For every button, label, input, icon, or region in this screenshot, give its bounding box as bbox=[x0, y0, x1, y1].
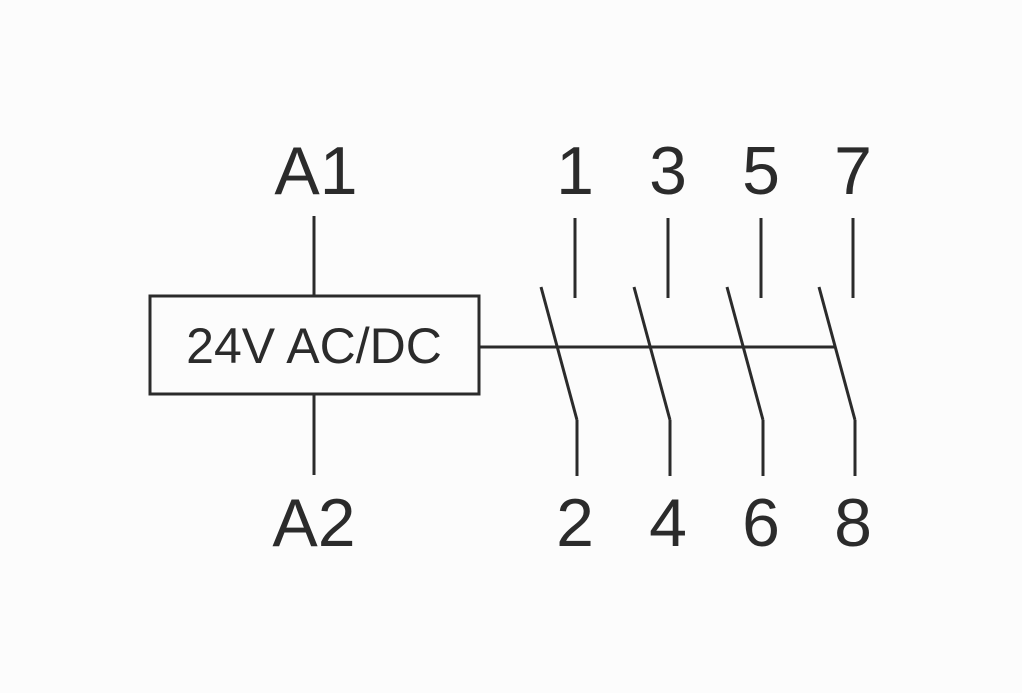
contact-7-8-blade bbox=[817, 286, 857, 421]
contact-1-2-bottom-label: 2 bbox=[556, 485, 594, 561]
contact-7-8-top-label: 7 bbox=[834, 133, 872, 209]
contact-5-6-blade bbox=[725, 286, 765, 421]
contact-3-4-top-label: 3 bbox=[649, 133, 687, 209]
coil: A1 A2 24V AC/DC bbox=[148, 133, 481, 561]
contact-1-2-blade bbox=[539, 286, 579, 421]
contact-7-8: 7 8 bbox=[817, 133, 872, 561]
contact-3-4-blade bbox=[632, 286, 672, 421]
contact-1-2-top-label: 1 bbox=[556, 133, 594, 209]
contact-5-6-bottom-label: 6 bbox=[742, 485, 780, 561]
coil-terminal-a2: A2 bbox=[272, 485, 355, 561]
contact-3-4-bottom-label: 4 bbox=[649, 485, 687, 561]
contact-7-8-bottom-label: 8 bbox=[834, 485, 872, 561]
contact-5-6: 5 6 bbox=[725, 133, 780, 561]
coil-rating-label: 24V AC/DC bbox=[186, 318, 442, 374]
contact-1-2: 1 2 bbox=[539, 133, 594, 561]
contact-3-4: 3 4 bbox=[632, 133, 687, 561]
coil-terminal-a1: A1 bbox=[274, 133, 357, 209]
contact-5-6-top-label: 5 bbox=[742, 133, 780, 209]
